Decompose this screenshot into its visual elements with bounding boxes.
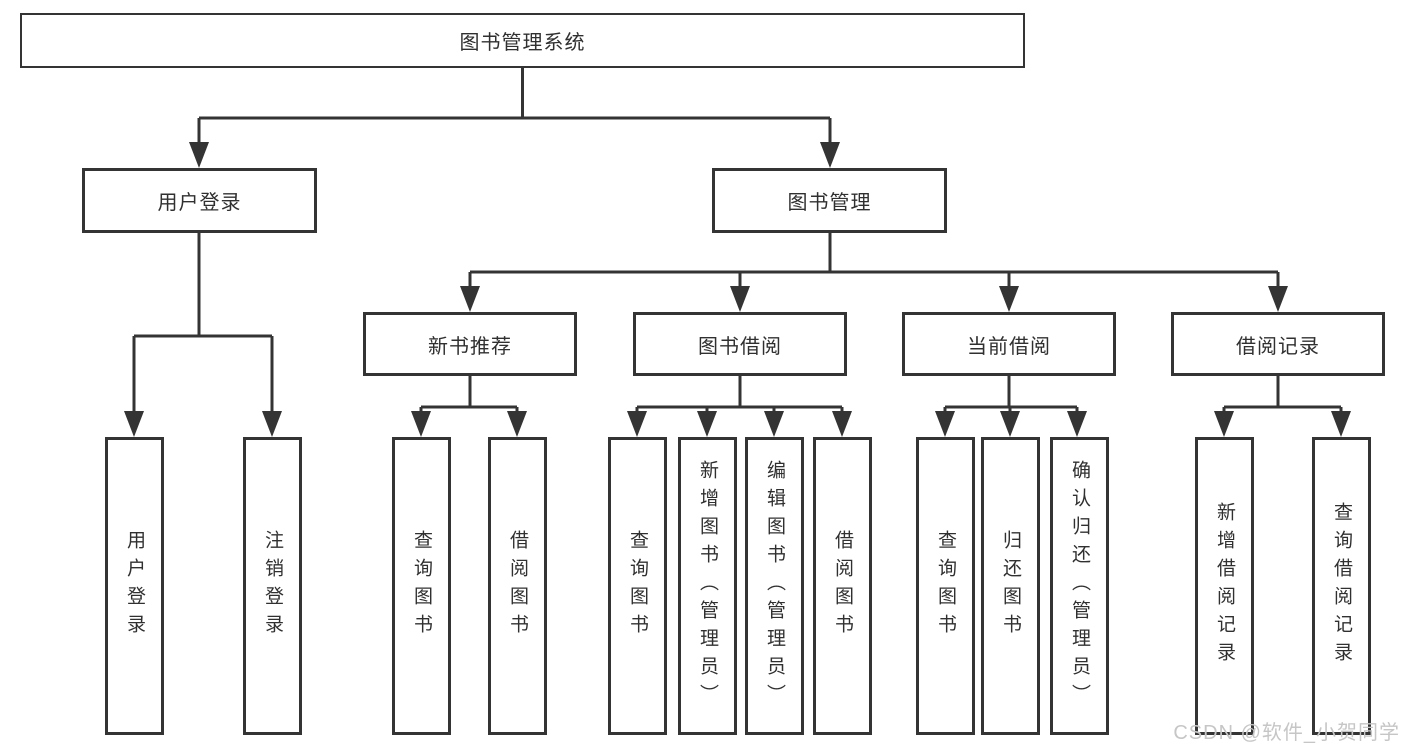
node-borrow-records: 借阅记录 xyxy=(1171,312,1385,376)
node-book-management: 图书管理 xyxy=(712,168,947,233)
leaf-return-book: 归还图书 xyxy=(981,437,1040,735)
arrowhead-icons xyxy=(124,142,1351,437)
leaf-user-login: 用户登录 xyxy=(105,437,164,735)
leaf-add-book-admin: 新增图书（管理员） xyxy=(678,437,737,735)
leaf-query-book-borrow: 查询图书 xyxy=(608,437,667,735)
leaf-logout: 注销登录 xyxy=(243,437,302,735)
leaf-borrow-book: 借阅图书 xyxy=(813,437,872,735)
leaf-query-book-current: 查询图书 xyxy=(916,437,975,735)
node-book-borrow: 图书借阅 xyxy=(633,312,847,376)
leaf-edit-book-admin: 编辑图书（管理员） xyxy=(745,437,804,735)
node-root: 图书管理系统 xyxy=(20,13,1025,68)
leaf-borrow-book-recommend: 借阅图书 xyxy=(488,437,547,735)
leaf-confirm-return-admin: 确认归还（管理员） xyxy=(1050,437,1109,735)
node-new-book-recommend: 新书推荐 xyxy=(363,312,577,376)
leaf-add-borrow-record: 新增借阅记录 xyxy=(1195,437,1254,735)
node-user-login: 用户登录 xyxy=(82,168,317,233)
leaf-query-borrow-record: 查询借阅记录 xyxy=(1312,437,1371,735)
node-current-borrow: 当前借阅 xyxy=(902,312,1116,376)
leaf-query-book-recommend: 查询图书 xyxy=(392,437,451,735)
csdn-watermark: CSDN @软件_小贺同学 xyxy=(1173,722,1400,744)
